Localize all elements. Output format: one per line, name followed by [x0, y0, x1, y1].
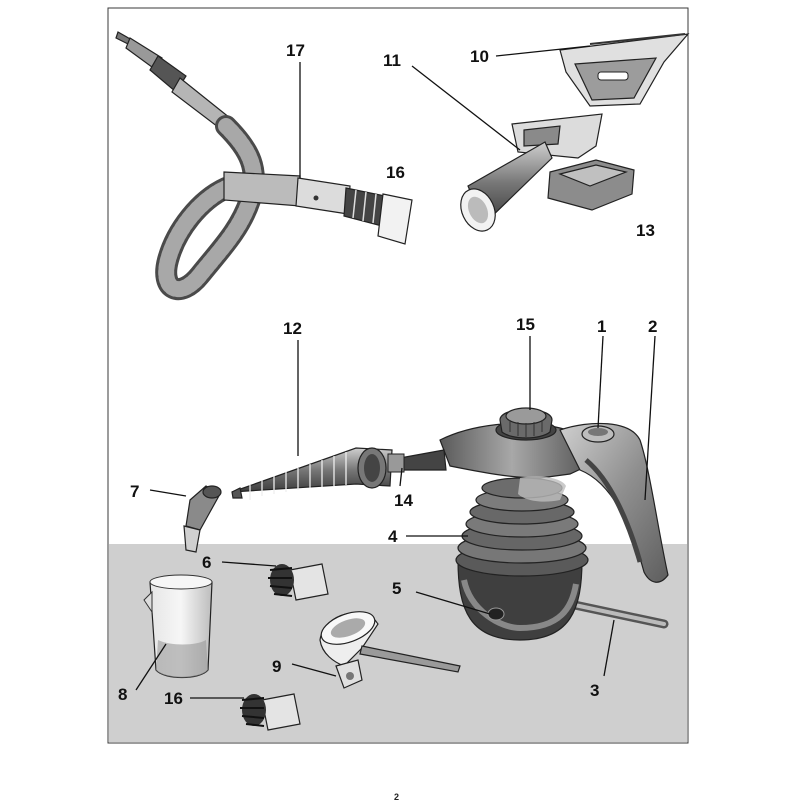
- callout-labels: 1 2 3 4 5 6 7 8 9 10 11 12 13 14 15 16 1…: [118, 41, 657, 708]
- window-squeegee: [559, 33, 690, 107]
- callout-2: 2: [648, 317, 657, 336]
- angled-nozzle: [183, 485, 222, 553]
- callout-10: 10: [470, 47, 489, 66]
- callout-15: 15: [516, 315, 535, 334]
- page-number: 2: [394, 792, 399, 800]
- callout-3: 3: [590, 681, 599, 700]
- funnel: [319, 611, 461, 689]
- measuring-cup: [143, 574, 213, 679]
- callout-4: 4: [388, 527, 398, 546]
- callout-14: 14: [394, 491, 413, 510]
- squeegee-nozzle: [460, 113, 603, 232]
- callout-13: 13: [636, 221, 655, 240]
- callout-11: 11: [383, 51, 401, 70]
- cleaning-cloth: [547, 159, 635, 211]
- callout-16-hose: 16: [386, 163, 405, 182]
- callout-9: 9: [272, 657, 281, 676]
- callout-17: 17: [286, 41, 305, 60]
- round-brush-2: [240, 693, 301, 731]
- callout-7: 7: [130, 482, 139, 501]
- leader-lines: [135, 45, 656, 699]
- callout-16-brush: 16: [164, 689, 183, 708]
- callout-8: 8: [118, 685, 127, 704]
- callout-1: 1: [597, 317, 606, 336]
- callout-5: 5: [392, 579, 401, 598]
- callout-12: 12: [283, 319, 302, 338]
- round-brush-1: [268, 563, 329, 601]
- callout-6: 6: [202, 553, 211, 572]
- flexible-hose: [115, 31, 413, 301]
- steam-cleaner-unit: [387, 407, 669, 641]
